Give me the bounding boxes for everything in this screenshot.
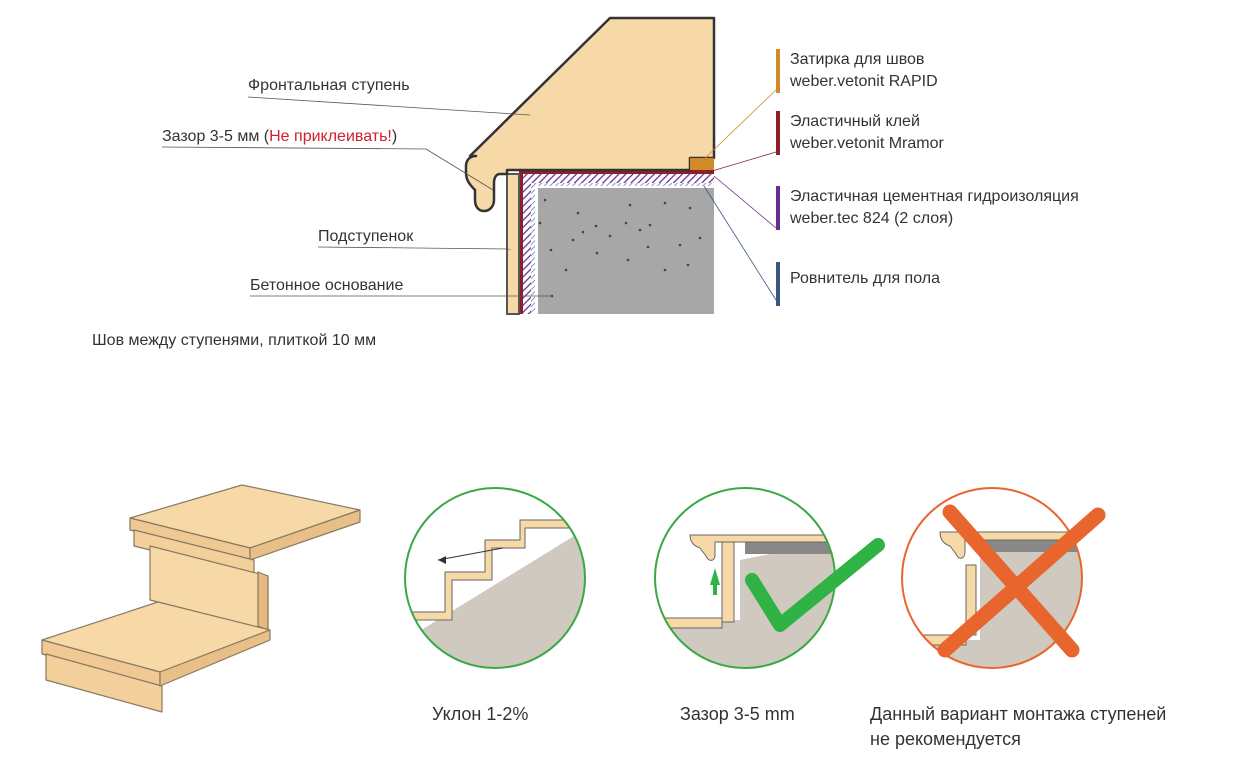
legend-line2: weber.tec 824 (2 слоя) xyxy=(790,210,954,227)
label-gap-prefix: Зазор 3-5 мм ( xyxy=(162,128,270,145)
label-concrete-base: Бетонное основание xyxy=(250,277,404,294)
slope-circle xyxy=(404,487,586,669)
legend-item-grout: Затирка для швов weber.vetonit RAPID xyxy=(776,49,938,93)
legend-line1: Эластичная цементная гидроизоляция xyxy=(790,188,1079,205)
gap-ok-circle xyxy=(654,487,885,669)
legend-line1: Эластичный клей xyxy=(790,113,920,130)
concrete-base xyxy=(538,188,714,314)
cross-mark-icon xyxy=(937,504,1106,658)
check-mark-icon xyxy=(745,538,885,632)
front-step-tread xyxy=(464,16,716,213)
legend-item-adhesive: Эластичный клей weber.vetonit Mramor xyxy=(776,111,944,155)
leader-lines-left xyxy=(161,96,552,297)
legend-line1: Ровнитель для пола xyxy=(790,270,940,287)
concrete-aggregate xyxy=(538,198,702,298)
legend-line2: weber.vetonit RAPID xyxy=(790,73,938,90)
caption-not-recommended-2: не рекомендуется xyxy=(870,729,1021,749)
legend-swatch xyxy=(776,262,780,306)
legend-line1: Затирка для швов xyxy=(790,51,925,68)
legend-item-leveler: Ровнитель для пола xyxy=(776,262,940,306)
caption-gap: Зазор 3-5 mm xyxy=(680,704,795,724)
label-seam-note: Шов между ступенями, плиткой 10 мм xyxy=(92,332,377,349)
label-riser: Подступенок xyxy=(318,228,414,245)
label-gap-suffix: ) xyxy=(391,128,398,145)
riser-tile xyxy=(506,173,520,315)
caption-slope: Уклон 1-2% xyxy=(432,704,529,724)
label-front-step: Фронтальная ступень xyxy=(248,77,410,94)
not-recommended-circle xyxy=(901,487,1106,669)
label-gap-warning: Не приклеивать! xyxy=(269,128,392,145)
legend-line2: weber.vetonit Mramor xyxy=(790,135,944,152)
legend-item-waterproofing: Эластичная цементная гидроизоляция weber… xyxy=(776,186,1079,230)
legend-swatch xyxy=(776,111,780,155)
legend-swatch xyxy=(776,49,780,93)
label-gap: Зазор 3-5 мм (Не приклеивать!) xyxy=(162,126,397,148)
caption-not-recommended-1: Данный вариант монтажа ступеней xyxy=(870,704,1167,724)
steps-3d-illustration xyxy=(41,484,361,713)
legend-swatch xyxy=(776,186,780,230)
grout-joint xyxy=(690,158,714,170)
leader-lines-right xyxy=(699,89,777,301)
